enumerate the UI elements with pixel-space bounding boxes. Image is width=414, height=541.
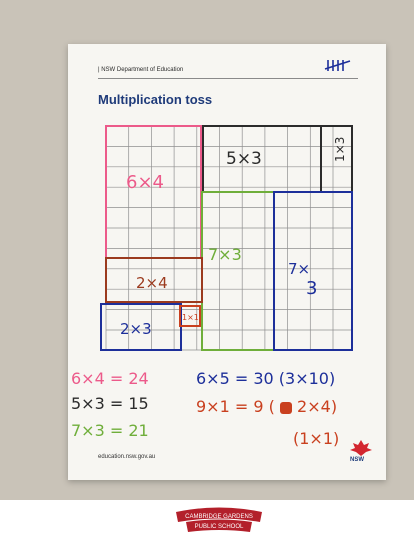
navy-rect-label: 2×3	[120, 320, 152, 338]
multiplication-grid: 6×4 5×3 1×3 7×3 7× 3 2×4 2×3 1×1	[100, 125, 353, 351]
green-rect-label: 7×3	[208, 245, 242, 264]
equation-red: 9×1 = 9 ( 2×4)	[196, 397, 337, 416]
small-rect-label: 1×1	[182, 313, 199, 322]
school-badge: CAMBRIDGE GARDENS PUBLIC SCHOOL	[172, 506, 266, 536]
tall-rect-label: 1×3	[333, 137, 347, 162]
scribble-mark-icon	[279, 401, 292, 414]
equation-red-main: 9×1 = 9 (	[196, 397, 275, 416]
green-rectangle	[201, 191, 275, 351]
equation-pink: 6×4 = 24	[71, 369, 149, 388]
blue-rect-label-b: 3	[306, 278, 317, 299]
brown-rectangle	[105, 257, 203, 303]
pink-rect-label: 6×4	[126, 172, 164, 193]
worksheet-title: Multiplication toss	[98, 92, 213, 107]
black-rectangle	[202, 125, 322, 193]
blue-rect-label-a: 7×	[288, 260, 310, 278]
equation-black: 5×3 = 15	[71, 394, 149, 413]
worksheet-page: | NSW Department of Education Multiplica…	[68, 44, 386, 480]
brown-rect-label: 2×4	[136, 274, 168, 292]
blue-rectangle	[273, 191, 353, 351]
equation-red-note: (1×1)	[293, 429, 340, 448]
small-rectangle	[179, 305, 201, 327]
header-divider	[98, 78, 358, 79]
waratah-icon	[350, 440, 372, 456]
department-header: | NSW Department of Education	[98, 67, 184, 73]
black-rect-label: 5×3	[226, 149, 262, 169]
equation-green: 7×3 = 21	[71, 421, 149, 440]
equation-red-tail: 2×4)	[297, 397, 338, 416]
nsw-logo: NSW	[348, 439, 374, 469]
tally-mark-icon	[324, 60, 351, 71]
badge-line-1: CAMBRIDGE GARDENS	[185, 514, 253, 520]
logo-label: NSW	[350, 457, 364, 463]
badge-line-2: PUBLIC SCHOOL	[195, 524, 244, 530]
equation-blue: 6×5 = 30 (3×10)	[196, 369, 336, 388]
footer-url: education.nsw.gov.au	[98, 454, 156, 460]
